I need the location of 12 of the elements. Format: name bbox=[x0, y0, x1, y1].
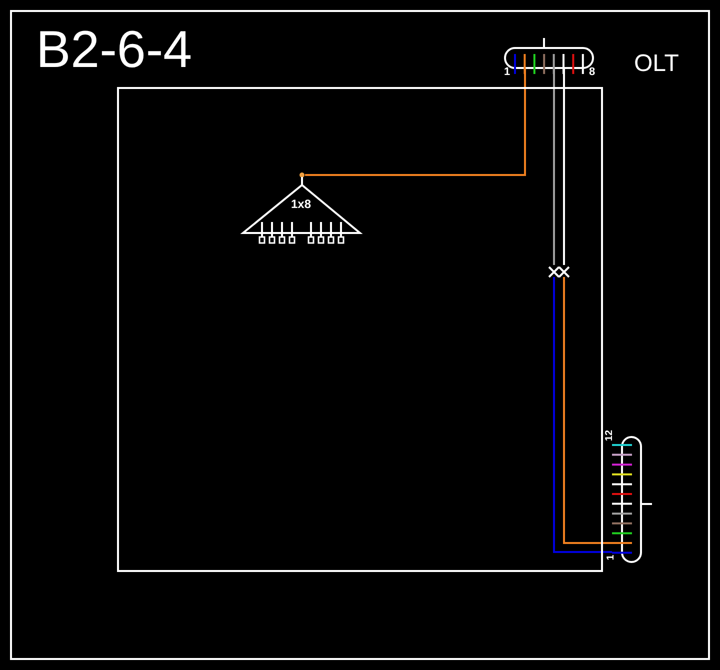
fiber-number: 12 bbox=[604, 430, 616, 442]
fiber-line bbox=[553, 277, 612, 553]
port-number: 8 bbox=[589, 66, 596, 78]
splitter-ratio: 1x8 bbox=[291, 197, 312, 211]
fiber-line bbox=[305, 68, 526, 176]
enclosure-box bbox=[117, 87, 603, 572]
device-label: OLT bbox=[634, 50, 679, 78]
fiber-number: 1 bbox=[605, 554, 616, 560]
fiber-line bbox=[563, 68, 565, 265]
port-number: 1 bbox=[504, 66, 510, 78]
fiber-line bbox=[563, 277, 612, 544]
diagram-title: B2-6-4 bbox=[36, 20, 192, 80]
